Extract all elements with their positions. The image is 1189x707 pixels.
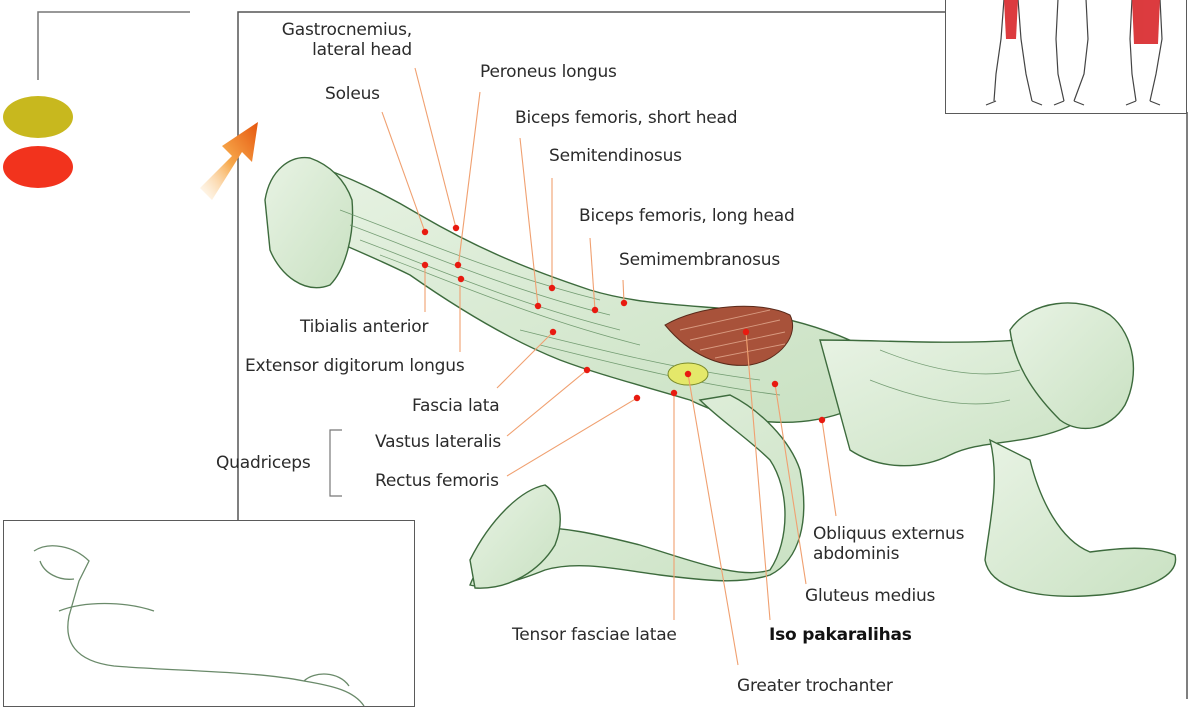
label-quadriceps: Quadriceps xyxy=(216,453,311,473)
label-semimembranosus: Semimembranosus xyxy=(619,250,780,270)
label-gluteus-medius: Gluteus medius xyxy=(805,586,935,606)
label-obliquus-externus: Obliquus externus abdominis xyxy=(813,524,964,564)
label-extensor-digitorum: Extensor digitorum longus xyxy=(245,356,465,376)
label-fascia-lata: Fascia lata xyxy=(412,396,499,416)
label-tibialis-anterior: Tibialis anterior xyxy=(300,317,428,337)
label-vastus-lateralis: Vastus lateralis xyxy=(375,432,501,452)
label-greater-trochanter: Greater trochanter xyxy=(737,676,893,696)
label-rectus-femoris: Rectus femoris xyxy=(375,471,499,491)
label-soleus: Soleus xyxy=(325,84,380,104)
label-iso-pakaralihas: Iso pakaralihas xyxy=(769,625,912,645)
label-peroneus-longus: Peroneus longus xyxy=(480,62,617,82)
label-biceps-femoris-long: Biceps femoris, long head xyxy=(579,206,795,226)
label-biceps-femoris-short: Biceps femoris, short head xyxy=(515,108,737,128)
label-semitendinosus: Semitendinosus xyxy=(549,146,682,166)
label-tensor-fasciae: Tensor fasciae latae xyxy=(512,625,677,645)
label-gastrocnemius: Gastrocnemius, lateral head xyxy=(262,20,412,60)
